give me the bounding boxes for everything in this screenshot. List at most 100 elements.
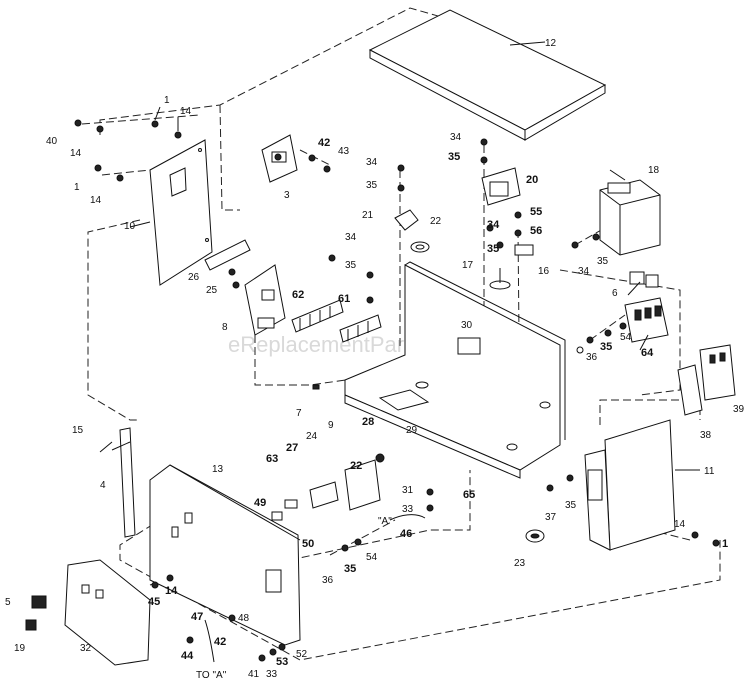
outline-right	[559, 269, 681, 396]
leader-1b	[101, 169, 151, 176]
bracket-part-24	[344, 459, 381, 511]
callout-20: 20	[526, 174, 538, 186]
callout-35: 35	[345, 260, 357, 271]
callout-34: 34	[345, 232, 357, 243]
callout-9: 9	[328, 420, 334, 431]
callout-25: 25	[206, 285, 218, 296]
terminal-block-part-61	[339, 314, 382, 343]
callout-1: 1	[722, 538, 728, 550]
callout-3: 3	[284, 190, 290, 201]
board-part-8	[244, 264, 286, 336]
callout-33: 33	[266, 669, 278, 680]
callout-35: 35	[597, 256, 609, 267]
callout-28: 28	[362, 416, 374, 428]
callout-22: 22	[430, 216, 442, 227]
callout-53: 53	[276, 656, 288, 668]
callout-37: 37	[545, 512, 557, 523]
callout-34: 34	[578, 266, 590, 277]
callout-14: 14	[674, 519, 686, 530]
callout-36: 36	[322, 575, 334, 586]
callout-43: 43	[338, 146, 350, 157]
callout-65: 65	[463, 489, 475, 501]
callout-62: 62	[292, 289, 304, 301]
callout-21: 21	[362, 210, 374, 221]
callout-1: 1	[164, 95, 170, 106]
callout-12: 12	[545, 38, 557, 49]
callout-22: 22	[350, 460, 362, 472]
callout-labels: 1 14 40 14 1 14 10 12 42 43 3 34 35 34 3…	[5, 38, 745, 681]
callout-14: 14	[180, 106, 192, 117]
callout-A: "A"	[378, 516, 392, 527]
callout-14: 14	[165, 585, 178, 597]
callout-5: 5	[5, 597, 11, 608]
callout-13: 13	[212, 464, 224, 475]
callout-45: 45	[148, 596, 160, 608]
part-49	[271, 511, 283, 521]
transformer-part-20	[481, 167, 521, 206]
cable-part-46	[389, 514, 426, 521]
rail-part-4	[119, 427, 136, 538]
part-63	[284, 499, 298, 509]
bracket-part-28	[204, 239, 251, 271]
callout-61: 61	[338, 293, 350, 305]
callout-63: 63	[266, 453, 278, 465]
relay-part-6	[629, 271, 659, 288]
callout-18: 18	[648, 165, 660, 176]
callout-6: 6	[612, 288, 618, 299]
callout-41: 41	[248, 669, 260, 680]
callout-46: 46	[400, 528, 412, 540]
callout-26: 26	[188, 272, 200, 283]
callout-14: 14	[90, 195, 102, 206]
side-cover-part-11	[584, 419, 676, 551]
part-21	[394, 209, 419, 231]
callout-27: 27	[286, 442, 298, 454]
callout-34: 34	[487, 219, 500, 231]
callout-to-A: TO "A"	[196, 670, 227, 681]
part-27	[309, 481, 339, 509]
callout-31: 31	[402, 485, 414, 496]
callout-56: 56	[530, 225, 542, 237]
callout-30: 30	[461, 320, 473, 331]
callout-16: 16	[538, 266, 550, 277]
terminal-block-part-62	[291, 299, 344, 333]
outline-left	[87, 219, 141, 421]
bracket-part-3	[261, 134, 298, 183]
callout-39: 39	[733, 404, 745, 415]
callout-40: 40	[46, 136, 58, 147]
leader-lines	[99, 41, 700, 471]
part-17	[489, 268, 511, 290]
fasteners	[74, 119, 720, 662]
switch-part-5	[31, 595, 47, 609]
callout-54: 54	[620, 332, 632, 343]
screw-part-7	[312, 384, 320, 390]
callout-23: 23	[514, 558, 526, 569]
cable-part-47	[204, 619, 215, 663]
breaker-part-39	[699, 344, 736, 401]
callout-34: 34	[450, 132, 462, 143]
callout-33: 33	[402, 504, 414, 515]
callout-10: 10	[124, 221, 136, 232]
part-16	[514, 244, 534, 256]
leader-34e	[574, 224, 611, 246]
enclosure-base-part-9	[344, 261, 584, 479]
callout-34: 34	[366, 157, 378, 168]
callout-50: 50	[302, 538, 314, 550]
label-plate-part-32	[64, 559, 151, 666]
callout-4: 4	[100, 480, 106, 491]
callout-35: 35	[344, 563, 356, 575]
callout-19: 19	[14, 643, 26, 654]
callout-64: 64	[641, 347, 654, 359]
callout-29: 29	[406, 425, 418, 436]
callout-8: 8	[222, 322, 228, 333]
callout-36: 36	[586, 352, 598, 363]
callout-35: 35	[487, 243, 499, 255]
callout-44: 44	[181, 650, 194, 662]
callout-1: 1	[74, 182, 80, 193]
grommet-part-22	[410, 241, 430, 253]
leader-40	[81, 114, 201, 125]
outline-top	[99, 7, 446, 135]
switch-part-19	[25, 619, 37, 631]
callout-11: 11	[704, 466, 715, 477]
